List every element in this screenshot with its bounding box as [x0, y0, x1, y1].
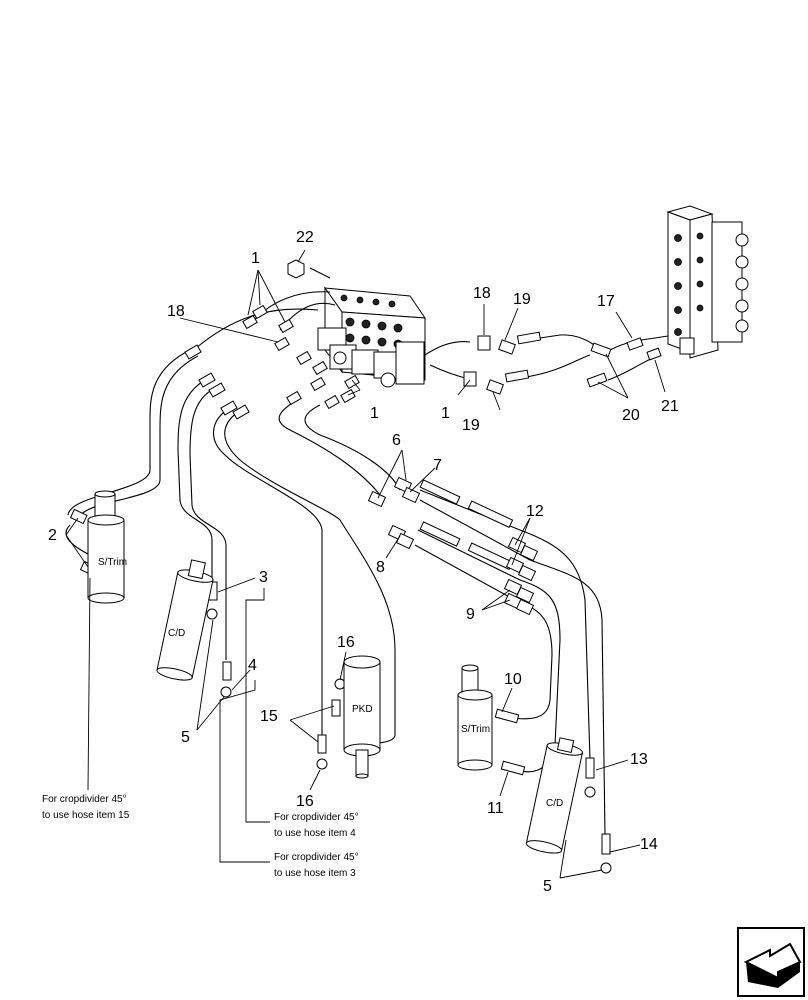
- hose-routing: [65, 267, 669, 836]
- callout-5-right: 5: [543, 878, 552, 895]
- callout-13: 13: [630, 751, 648, 768]
- callout-19-bottom: 19: [462, 417, 480, 434]
- callout-1-right: 1: [441, 405, 450, 422]
- callout-1-top: 1: [251, 250, 260, 267]
- strim-right-label: S/Trim: [461, 724, 490, 735]
- note-hose15-line1: For cropdivider 45°: [42, 794, 127, 805]
- note-hose3-line1: For cropdivider 45°: [274, 852, 359, 863]
- note-hose3-line2: to use hose item 3: [274, 868, 356, 879]
- callout-9: 9: [466, 606, 475, 623]
- pkd-cylinder: PKD: [343, 655, 381, 779]
- callout-4: 4: [248, 657, 257, 674]
- callout-16-top: 16: [337, 634, 355, 651]
- main-control-valve: [317, 286, 426, 388]
- note-hose4-line2: to use hose item 4: [274, 828, 356, 839]
- callout-6: 6: [392, 432, 401, 449]
- callout-18-left: 18: [167, 303, 185, 320]
- callout-19-top: 19: [513, 291, 531, 308]
- callout-3: 3: [259, 569, 268, 586]
- cd-cylinder-left: C/D: [156, 559, 214, 681]
- note-hose15-line2: to use hose item 15: [42, 810, 130, 821]
- callout-7: 7: [433, 457, 442, 474]
- callout-14: 14: [640, 836, 658, 853]
- next-page-arrow-icon[interactable]: [737, 927, 805, 997]
- note-hose4-line1: For cropdivider 45°: [274, 812, 359, 823]
- callout-18-top: 18: [473, 285, 491, 302]
- cd-right-label: C/D: [546, 798, 563, 809]
- cropdivider-notes: For cropdivider 45° to use hose item 15 …: [42, 794, 359, 879]
- pkd-label: PKD: [352, 704, 373, 715]
- strim-cylinder-right: S/Trim: [457, 664, 493, 771]
- callout-8: 8: [376, 559, 385, 576]
- secondary-valve-bank: [666, 205, 749, 359]
- callout-16-bottom: 16: [296, 793, 314, 810]
- callout-21: 21: [661, 398, 679, 415]
- callout-5-left: 5: [181, 729, 190, 746]
- callout-2: 2: [48, 527, 57, 544]
- callout-numbers: 1 1 1 2 3 4 5 5 6 7 8 9 10 11 12 13 14 1…: [48, 229, 679, 895]
- callout-17: 17: [597, 293, 615, 310]
- callout-11: 11: [487, 800, 504, 817]
- strim-left-label: S/Trim: [98, 557, 127, 568]
- cd-cylinder-right: C/D: [525, 737, 583, 854]
- callout-10: 10: [504, 671, 522, 688]
- callout-1-center: 1: [370, 405, 379, 422]
- callout-20: 20: [622, 407, 640, 424]
- callout-22: 22: [296, 229, 314, 246]
- strim-cylinder-left: S/Trim: [87, 490, 127, 604]
- callout-15: 15: [260, 708, 278, 725]
- hose-fittings: [69, 259, 662, 874]
- leader-lines: [65, 249, 666, 879]
- cd-left-label: C/D: [168, 628, 185, 639]
- callout-12: 12: [526, 503, 544, 520]
